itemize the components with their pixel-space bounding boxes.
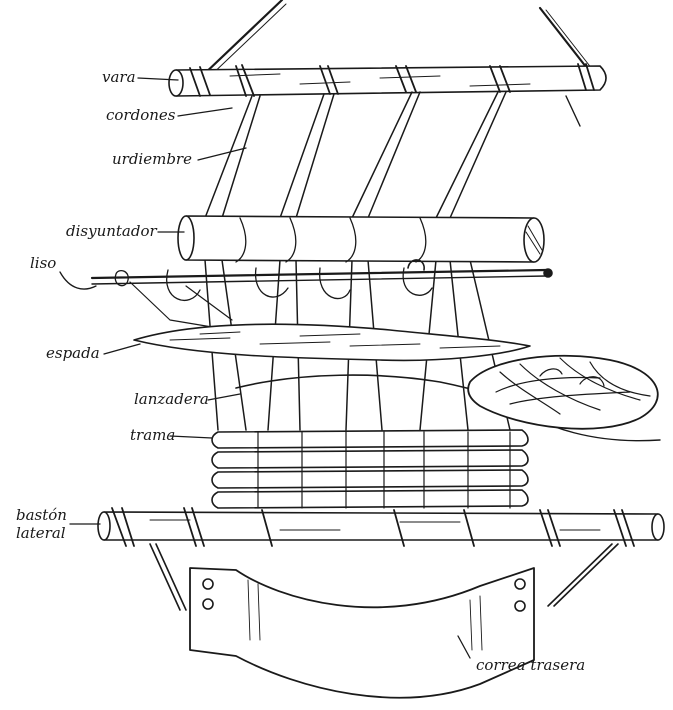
baston-lateral-rod: [98, 508, 664, 546]
label-baston-line1: bastón: [16, 506, 67, 524]
label-disyuntador: disyuntador: [66, 224, 157, 239]
trama-weave: [212, 430, 528, 508]
label-baston-line2: lateral: [16, 524, 66, 542]
liso-rod: [92, 260, 552, 330]
espada-sword: [134, 324, 530, 360]
vara-rod: [169, 64, 606, 96]
correa-trasera-strap: [190, 568, 534, 698]
label-vara: vara: [102, 70, 136, 85]
label-urdiembre: urdiembre: [112, 152, 192, 167]
label-cordones: cordones: [106, 108, 175, 123]
top-cords: [200, 0, 596, 126]
label-espada: espada: [46, 346, 100, 361]
disyuntador-rod: [178, 216, 544, 262]
label-correa-trasera: correa trasera: [476, 658, 585, 673]
label-liso: liso: [30, 256, 56, 271]
label-baston-lateral: bastón lateral: [16, 506, 67, 542]
label-trama: trama: [130, 428, 175, 443]
label-lanzadera: lanzadera: [134, 392, 209, 407]
